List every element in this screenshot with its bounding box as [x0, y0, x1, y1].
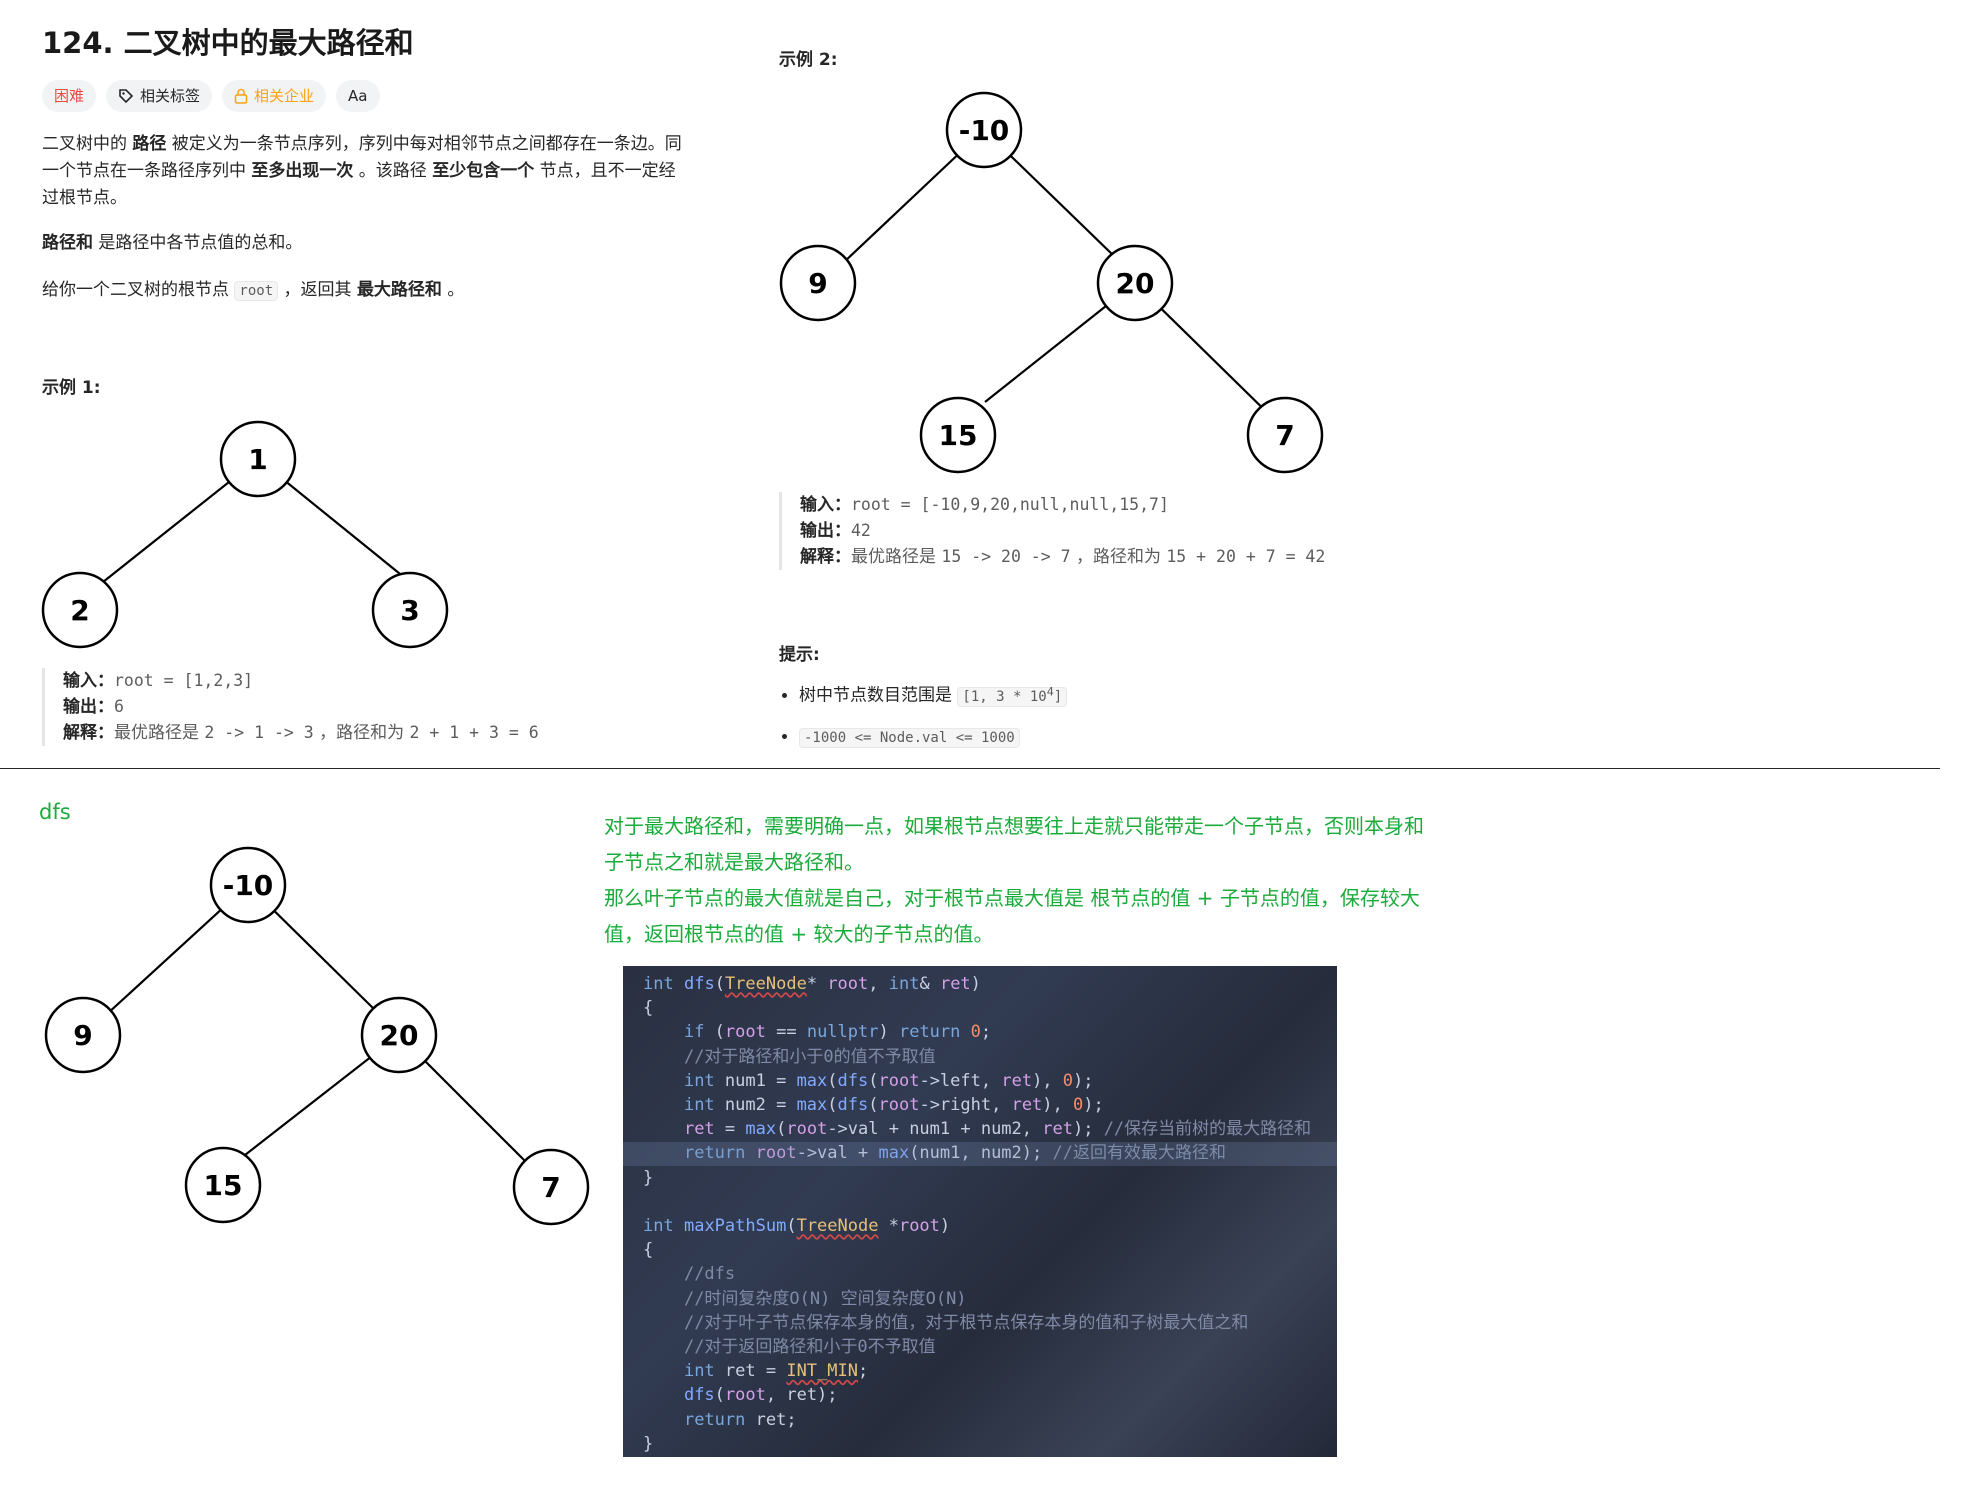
code-comment: //时间复杂度O(N) 空间复杂度O(N): [683, 1288, 967, 1309]
hint-item: -1000 <= Node.val <= 1000: [799, 722, 1067, 753]
description-paragraph-2: 路径和 是路径中各节点值的总和。: [42, 233, 303, 253]
tag-row: 困难 相关标签 相关企业 Aa: [42, 80, 380, 112]
example-1-heading: 示例 1:: [42, 378, 101, 398]
tree-node: 7: [541, 1171, 560, 1204]
tree-node: 3: [400, 594, 419, 627]
translate-icon: Aa: [348, 87, 368, 105]
dfs-label: dfs: [39, 800, 71, 824]
code-comment: //dfs: [683, 1264, 736, 1285]
tree-node: -10: [959, 114, 1010, 147]
code-comment: //对于叶子节点保存本身的值，对于根节点保存本身的值和子树最大值之和: [683, 1312, 1249, 1333]
tree-node: 15: [204, 1169, 243, 1202]
code-comment: //返回有效最大路径和: [1052, 1143, 1226, 1164]
note-line-1: 对于最大路径和，需要明确一点，如果根节点想要往上走就只能带走一个子节点，否则本身…: [604, 814, 1424, 874]
hints-heading: 提示:: [779, 645, 820, 665]
description-paragraph-1: 二叉树中的 路径 被定义为一条节点序列，序列中每对相邻节点之间都存在一条边。同一…: [42, 134, 682, 208]
hints-list: 树中节点数目范围是 [1, 3 * 104] -1000 <= Node.val…: [779, 676, 1068, 763]
translate-button[interactable]: Aa: [336, 80, 380, 112]
related-companies-button[interactable]: 相关企业: [222, 80, 327, 112]
hint-item: 树中节点数目范围是 [1, 3 * 104]: [799, 676, 1068, 712]
lock-icon: [234, 88, 248, 104]
example-1-io: 输入：root = [1,2,3] 输出：6 解释：最优路径是 2 -> 1 -…: [42, 668, 539, 746]
code-text: int dfs(TreeNode* root, int& ret) { if (…: [643, 974, 1312, 1454]
difficulty-badge: 困难: [42, 80, 97, 112]
tree-node: 15: [939, 419, 978, 452]
example-2-tree: -10 9 20 15 7: [779, 91, 1324, 474]
example-2-io: 输入：root = [-10,9,20,null,null,15,7] 输出：4…: [779, 492, 1325, 570]
example-2-heading: 示例 2:: [779, 50, 838, 70]
tree-node: 1: [248, 443, 267, 476]
code-comment: //对于返回路径和小于0不予取值: [683, 1337, 936, 1358]
section-divider: [0, 768, 1940, 769]
problem-title: 124. 二叉树中的最大路径和: [42, 26, 414, 60]
tree-node: 20: [1116, 267, 1155, 300]
tag-icon: [119, 89, 134, 104]
description-paragraph-3: 给你一个二叉树的根节点 root ，返回其 最大路径和 。: [42, 280, 465, 301]
code-editor: int dfs(TreeNode* root, int& ret) { if (…: [623, 966, 1337, 1457]
code-comment: //保存当前树的最大路径和: [1103, 1119, 1312, 1140]
tree-node: -10: [223, 869, 274, 902]
root-code: root: [234, 281, 279, 301]
tree-node: 2: [70, 594, 89, 627]
related-tags-button[interactable]: 相关标签: [106, 80, 213, 112]
example-1-tree: 1 2 3: [41, 420, 449, 649]
tree-node: 7: [1275, 419, 1294, 452]
explanation-note: 对于最大路径和，需要明确一点，如果根节点想要往上走就只能带走一个子节点，否则本身…: [604, 808, 1434, 952]
tree-node: 20: [380, 1019, 419, 1052]
notes-tree: -10 9 20 15 7: [44, 846, 590, 1226]
current-line-highlight: [623, 1142, 1337, 1166]
tree-node: 9: [73, 1019, 92, 1052]
tree-node: 9: [808, 267, 827, 300]
note-line-2: 那么叶子节点的最大值就是自己，对于根节点最大值是 根节点的值 + 子节点的值，保…: [604, 886, 1420, 946]
code-comment: //对于路径和小于0的值不予取值: [683, 1046, 936, 1067]
